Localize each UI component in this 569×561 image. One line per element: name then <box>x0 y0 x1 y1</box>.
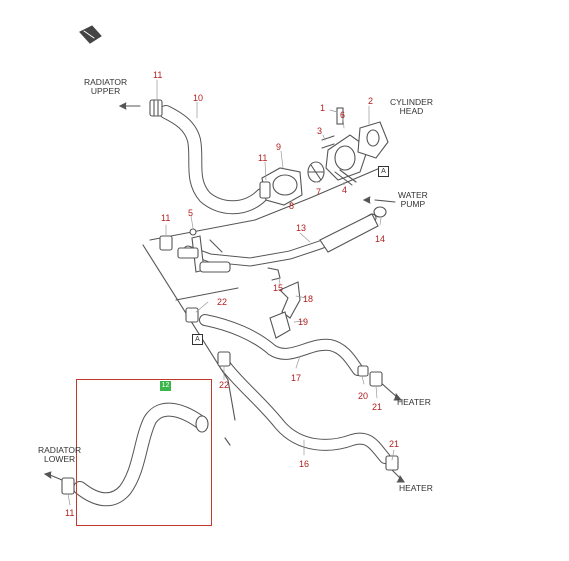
callout: 11 <box>161 213 171 223</box>
fitting-19 <box>269 311 291 339</box>
ref-box-a-top: A <box>378 166 389 177</box>
callout: 11 <box>258 153 268 163</box>
callout: 11 <box>65 508 75 518</box>
callout: 16 <box>299 459 310 469</box>
callout: 4 <box>342 185 348 195</box>
guide-line <box>175 287 239 301</box>
clamp-11 <box>149 99 163 117</box>
callout: 22 <box>219 380 230 390</box>
clamp-22-lower <box>217 351 231 367</box>
clamp-21-lower <box>385 455 399 471</box>
guide-line <box>149 167 381 241</box>
callout: 6 <box>340 110 346 120</box>
clamp-21 <box>369 371 383 387</box>
label-water-pump: WATER PUMP <box>398 190 428 209</box>
clamp-11-lower <box>61 477 75 495</box>
callout: 11 <box>153 70 163 80</box>
callout: 5 <box>188 208 194 218</box>
o-ring-14 <box>373 206 387 218</box>
callout: 17 <box>291 373 302 383</box>
callout: 9 <box>276 142 282 152</box>
callout: 8 <box>289 201 295 211</box>
arrow-icon <box>374 199 396 203</box>
callout: 3 <box>317 126 323 136</box>
callout: 21 <box>372 402 383 412</box>
label-cylinder-head: CYLINDER HEAD <box>390 97 433 116</box>
callout: 21 <box>389 439 400 449</box>
label-radiator-lower: RADIATOR LOWER <box>38 445 82 464</box>
arrow-icon <box>379 381 399 399</box>
callout: 7 <box>316 187 322 197</box>
clip-15 <box>267 267 281 281</box>
label-radiator-upper: RADIATOR UPPER <box>84 77 128 96</box>
callout: 22 <box>217 297 228 307</box>
label-heater-2: HEATER <box>399 483 433 493</box>
direction-arrow-icon <box>79 25 102 44</box>
label-heater-1: HEATER <box>397 397 431 407</box>
callout: 13 <box>296 223 307 233</box>
highlight-badge: 12 <box>160 381 171 391</box>
guide-line <box>224 437 231 446</box>
highlight-box <box>76 379 212 526</box>
callout: 18 <box>303 294 314 304</box>
clamp-22 <box>185 307 199 323</box>
callout: 1 <box>320 103 326 113</box>
callout: 15 <box>273 283 284 293</box>
callout: 2 <box>368 96 374 106</box>
callout: 20 <box>358 391 369 401</box>
sensor-1 <box>336 107 344 125</box>
pipe-20 <box>357 365 369 377</box>
clamp-11-mid <box>159 235 173 251</box>
callout: 19 <box>298 317 309 327</box>
fitting-18 <box>279 281 301 319</box>
ref-box-a-bottom: A <box>192 334 203 345</box>
arrow-icon <box>49 474 63 481</box>
bolt-5 <box>189 228 197 236</box>
bolt-3 <box>321 135 335 149</box>
callout: 14 <box>375 234 386 244</box>
guide-line <box>142 244 236 421</box>
bolt-4 <box>334 169 357 186</box>
callout: 10 <box>193 93 204 103</box>
